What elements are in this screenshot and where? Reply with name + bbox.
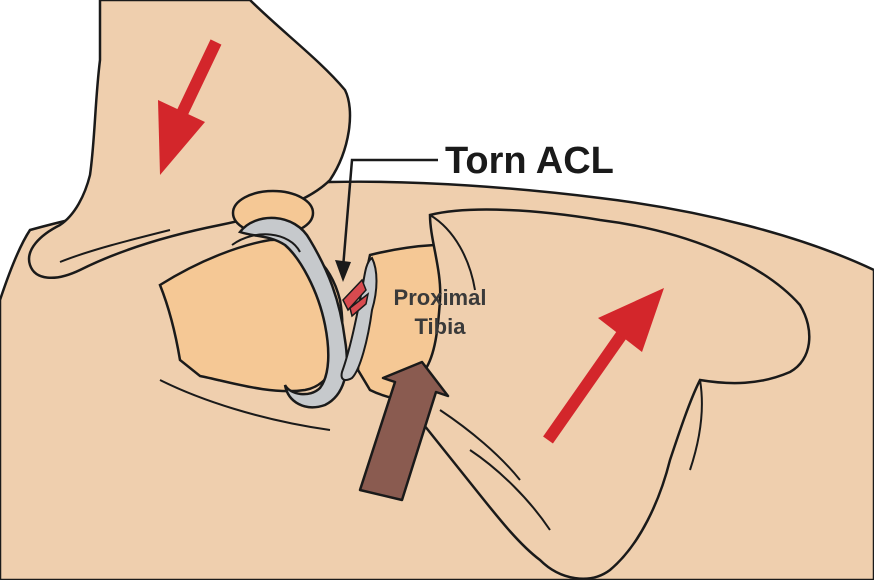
- proximal-label: Proximal: [394, 285, 487, 310]
- torn-acl-label: Torn ACL: [445, 140, 614, 182]
- tibia-label: Tibia: [415, 314, 467, 339]
